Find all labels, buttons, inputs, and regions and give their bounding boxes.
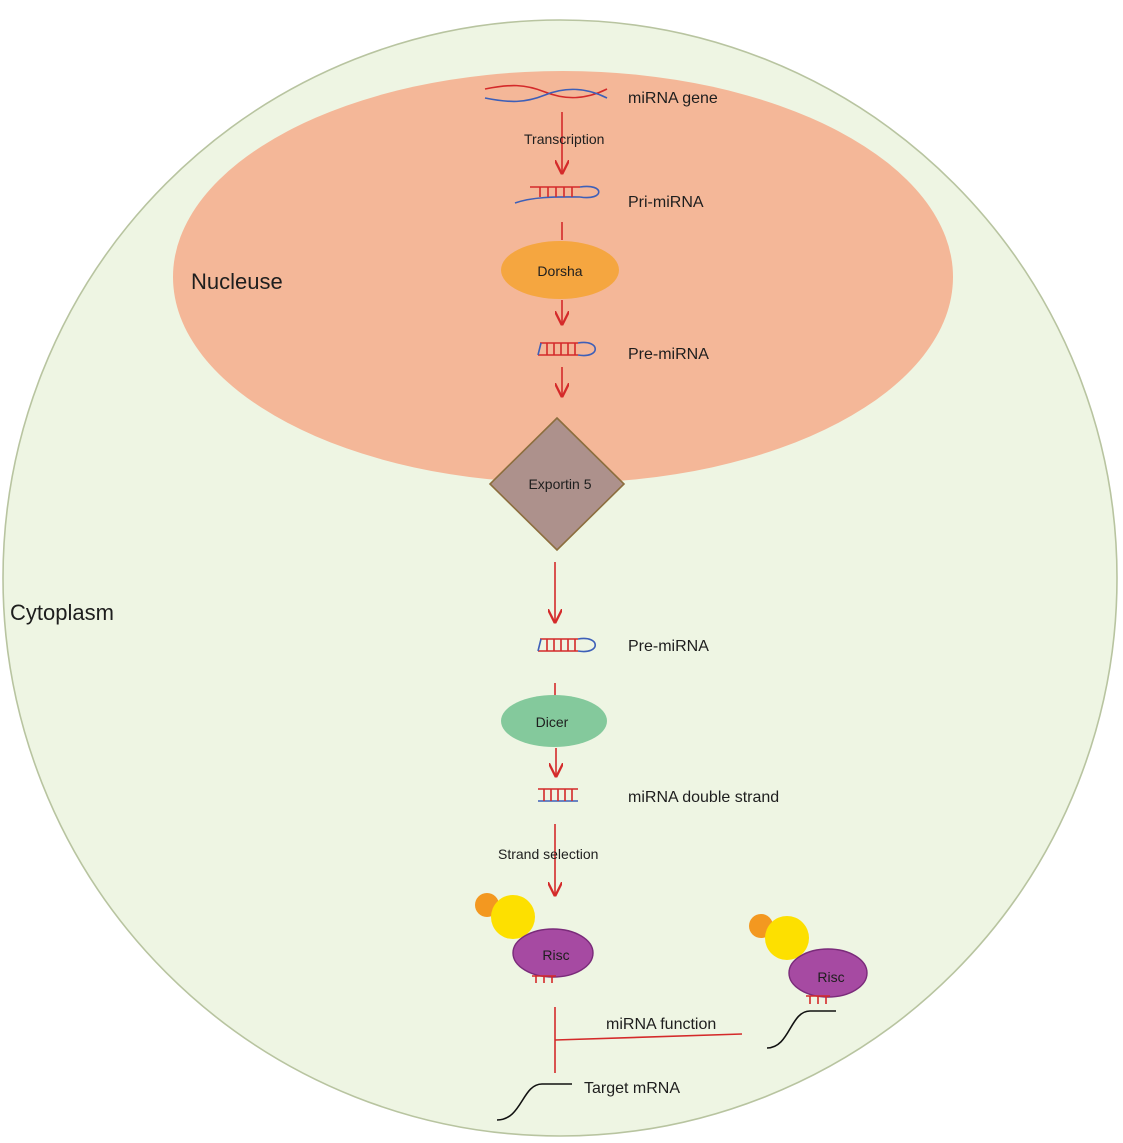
yellow-subunit-right: [765, 916, 809, 960]
exportin-5-label: Exportin 5: [528, 476, 591, 492]
dicer-label: Dicer: [536, 714, 569, 730]
bound-mrna-right: [766, 1010, 836, 1049]
risc-left-label: Risc: [542, 947, 569, 963]
target-mrna-label: Target mRNA: [584, 1080, 680, 1097]
pre-mirna-nuclear-icon: [537, 341, 596, 357]
dicer-enzyme: [501, 695, 607, 747]
strand-selection-label: Strand selection: [498, 846, 598, 862]
pri-mirna-icon: [514, 185, 600, 204]
mirna-function-label: miRNA function: [606, 1016, 716, 1033]
cytoplasm-label: Cytoplasm: [10, 600, 114, 625]
yellow-subunit-left: [491, 895, 535, 939]
mirna-gene-icon: [484, 84, 608, 103]
risc-complex-left: [475, 893, 594, 983]
risc-right-label: Risc: [817, 969, 844, 985]
drosha-label: Dorsha: [537, 263, 582, 279]
function-horizontal: [554, 1033, 743, 1041]
exportin-5: [488, 416, 626, 552]
mirna-double-strand-icon: [538, 788, 578, 802]
pre-mirna-nuclear-label: Pre-miRNA: [628, 346, 709, 363]
pre-mirna-cyto-icon: [537, 637, 596, 653]
nucleus-label: Nucleuse: [191, 269, 283, 294]
transcription-label: Transcription: [524, 131, 604, 147]
pre-mirna-cyto-label: Pre-miRNA: [628, 638, 709, 655]
mirna-gene-label: miRNA gene: [628, 90, 718, 107]
risc-complex-right: [749, 914, 868, 1004]
risc-body-left: [512, 928, 594, 978]
target-mrna-strand: [496, 1083, 572, 1121]
double-strand-label: miRNA double strand: [628, 789, 779, 806]
drosha-enzyme: [501, 241, 619, 299]
pri-mirna-label: Pri-miRNA: [628, 194, 704, 211]
risc-body-right: [788, 948, 868, 998]
